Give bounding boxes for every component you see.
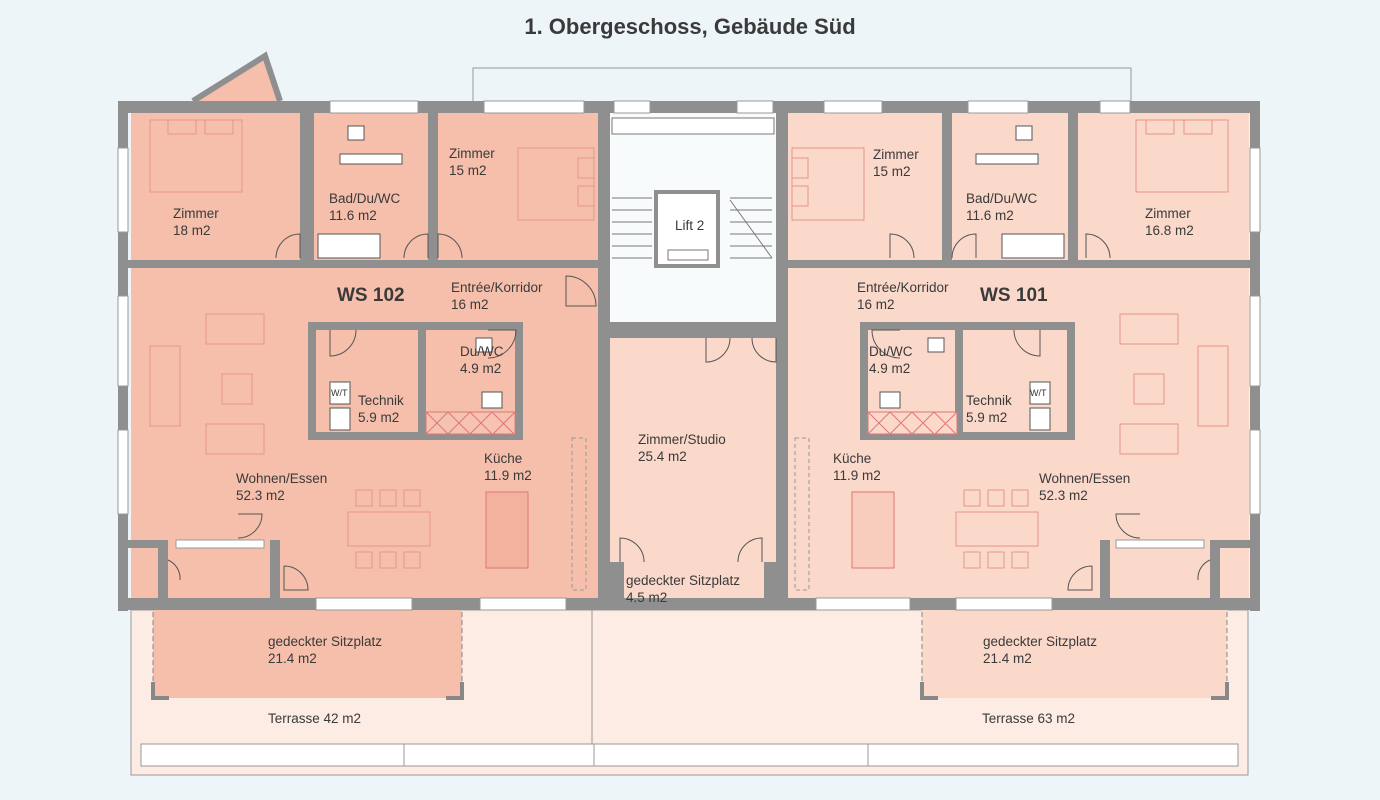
kitchen-fixtures (425, 411, 958, 591)
lift-shaft (654, 190, 720, 268)
unit-ws102-area (131, 112, 601, 602)
unit-label-ws102: WS 102 (337, 285, 405, 306)
studio-area (609, 112, 779, 602)
doors (167, 233, 1211, 591)
unit-label-ws101: WS 101 (980, 285, 1048, 306)
washer-dryer-icon: W/T (331, 388, 348, 398)
lift-label: Lift 2 (675, 218, 705, 233)
terrace-area (130, 609, 1249, 776)
windows (117, 100, 1261, 611)
room-label: Terrasse 42 m2 (268, 711, 362, 726)
room-label: Terrasse 63 m2 (982, 711, 1076, 726)
washer-dryer-icon: W/T (1030, 388, 1047, 398)
bathroom-fixtures (317, 125, 1065, 431)
plan-title: 1. Obergeschoss, Gebäude Süd (524, 14, 856, 39)
staircase (611, 117, 775, 259)
furniture (149, 119, 1229, 569)
